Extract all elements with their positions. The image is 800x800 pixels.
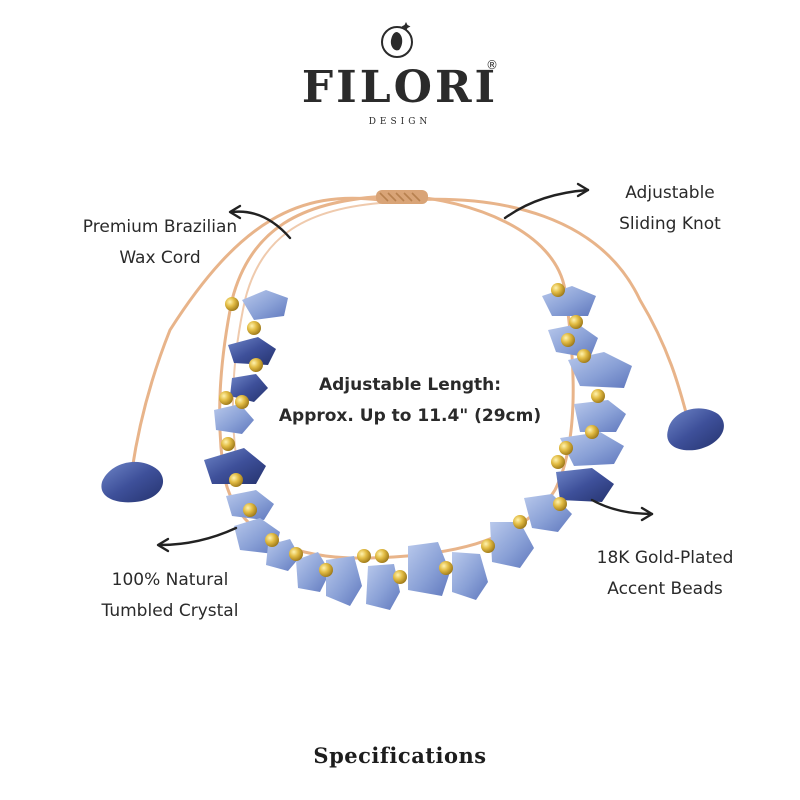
callout-beads-line2: Accent Beads — [607, 579, 723, 599]
callout-arrows — [156, 182, 654, 553]
callout-knot-line2: Sliding Knot — [619, 214, 721, 234]
length-line1: Adjustable Length: — [318, 375, 502, 395]
gold-beads — [219, 283, 605, 584]
knot-arrow — [503, 188, 590, 220]
crystal-arrow — [158, 526, 238, 547]
brand-name: FILORI — [301, 62, 499, 113]
logo-icon — [381, 22, 413, 58]
callout-knot-line1: Adjustable — [625, 183, 715, 203]
registered-mark: ® — [486, 58, 498, 72]
cord-arrow — [230, 210, 292, 240]
callout-crystal-line1: 100% Natural — [111, 570, 229, 590]
end-stone-right — [667, 408, 724, 451]
specifications-title: Specifications — [313, 743, 487, 768]
callout-beads-line1: 18K Gold-Plated — [596, 548, 734, 568]
sliding-knot — [376, 190, 428, 204]
end-stone-left — [101, 461, 164, 503]
beads-arrow — [590, 498, 654, 516]
callout-cord: Premium Brazilian Wax Cord — [60, 212, 260, 274]
callout-knot: Adjustable Sliding Knot — [590, 178, 750, 240]
callout-cord-line2: Wax Cord — [119, 248, 201, 268]
adjustable-length: Adjustable Length: Approx. Up to 11.4" (… — [250, 370, 570, 432]
length-line2: Approx. Up to 11.4" (29cm) — [278, 406, 542, 426]
callout-crystal: 100% Natural Tumbled Crystal — [80, 565, 260, 627]
brand-subtitle: DESIGN — [368, 117, 432, 127]
callout-beads: 18K Gold-Plated Accent Beads — [575, 543, 755, 605]
crystal-chips — [204, 286, 632, 610]
callout-cord-line1: Premium Brazilian — [82, 217, 238, 237]
callout-crystal-line2: Tumbled Crystal — [101, 601, 239, 621]
